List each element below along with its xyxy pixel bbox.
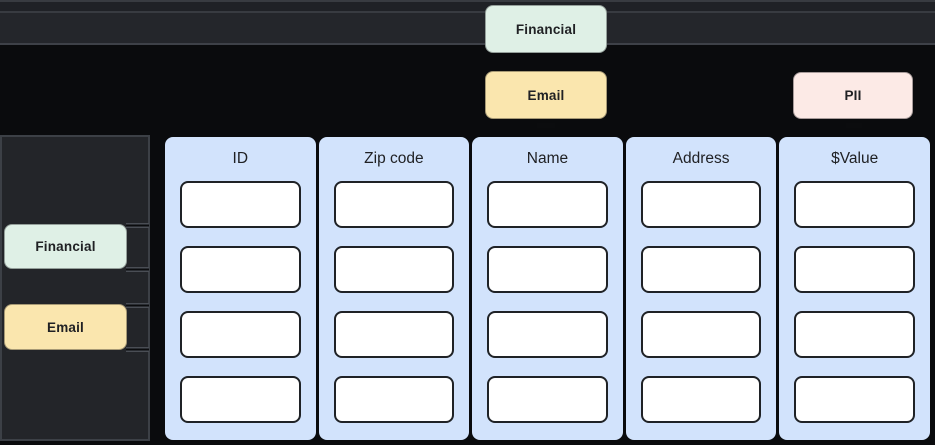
tag-slot-line	[126, 347, 149, 352]
email-tag-top[interactable]: Email	[485, 71, 607, 119]
column-header-address: Address	[672, 150, 730, 167]
table-cell	[640, 376, 762, 423]
lane-notch	[846, 123, 862, 128]
pii-tag-top[interactable]: PII	[793, 72, 913, 119]
column-address: Address	[625, 137, 777, 440]
column-value: $Value	[779, 137, 930, 440]
data-table: ID Zip code Name Address	[165, 137, 930, 440]
table-cell	[487, 181, 608, 228]
column-header-id: ID	[232, 150, 249, 167]
email-tag-sidebar[interactable]: Email	[4, 304, 127, 350]
table-cell	[794, 311, 915, 358]
tag-slot-line	[126, 267, 149, 272]
table-cell	[794, 181, 915, 228]
lane-notch	[537, 123, 555, 128]
table-cell	[180, 181, 301, 228]
table-cell	[180, 311, 301, 358]
table-cell	[487, 246, 608, 293]
tag-slot-line	[126, 303, 149, 308]
table-cell	[333, 246, 455, 293]
table-cell	[333, 311, 455, 358]
table-cell	[640, 246, 762, 293]
table-cell	[180, 376, 301, 423]
table-cell	[794, 246, 915, 293]
table-cell	[487, 376, 608, 423]
financial-tag-sidebar[interactable]: Financial	[4, 224, 127, 269]
tag-slot-line	[126, 223, 149, 228]
table-cell	[333, 376, 455, 423]
sidebar-tag-panel	[0, 135, 150, 441]
column-id: ID	[165, 137, 316, 440]
financial-tag-top[interactable]: Financial	[485, 5, 607, 53]
table-cell	[794, 376, 915, 423]
table-cell	[640, 311, 762, 358]
tag-lane-thin	[0, 0, 935, 13]
column-header-name: Name	[526, 150, 569, 167]
column-zip-code: Zip code	[318, 137, 470, 440]
table-cell	[180, 246, 301, 293]
table-cell	[487, 311, 608, 358]
table-cell	[333, 181, 455, 228]
table-cell	[640, 181, 762, 228]
column-name: Name	[472, 137, 623, 440]
column-header-zip-code: Zip code	[364, 150, 424, 167]
column-header-value: $Value	[831, 150, 879, 167]
